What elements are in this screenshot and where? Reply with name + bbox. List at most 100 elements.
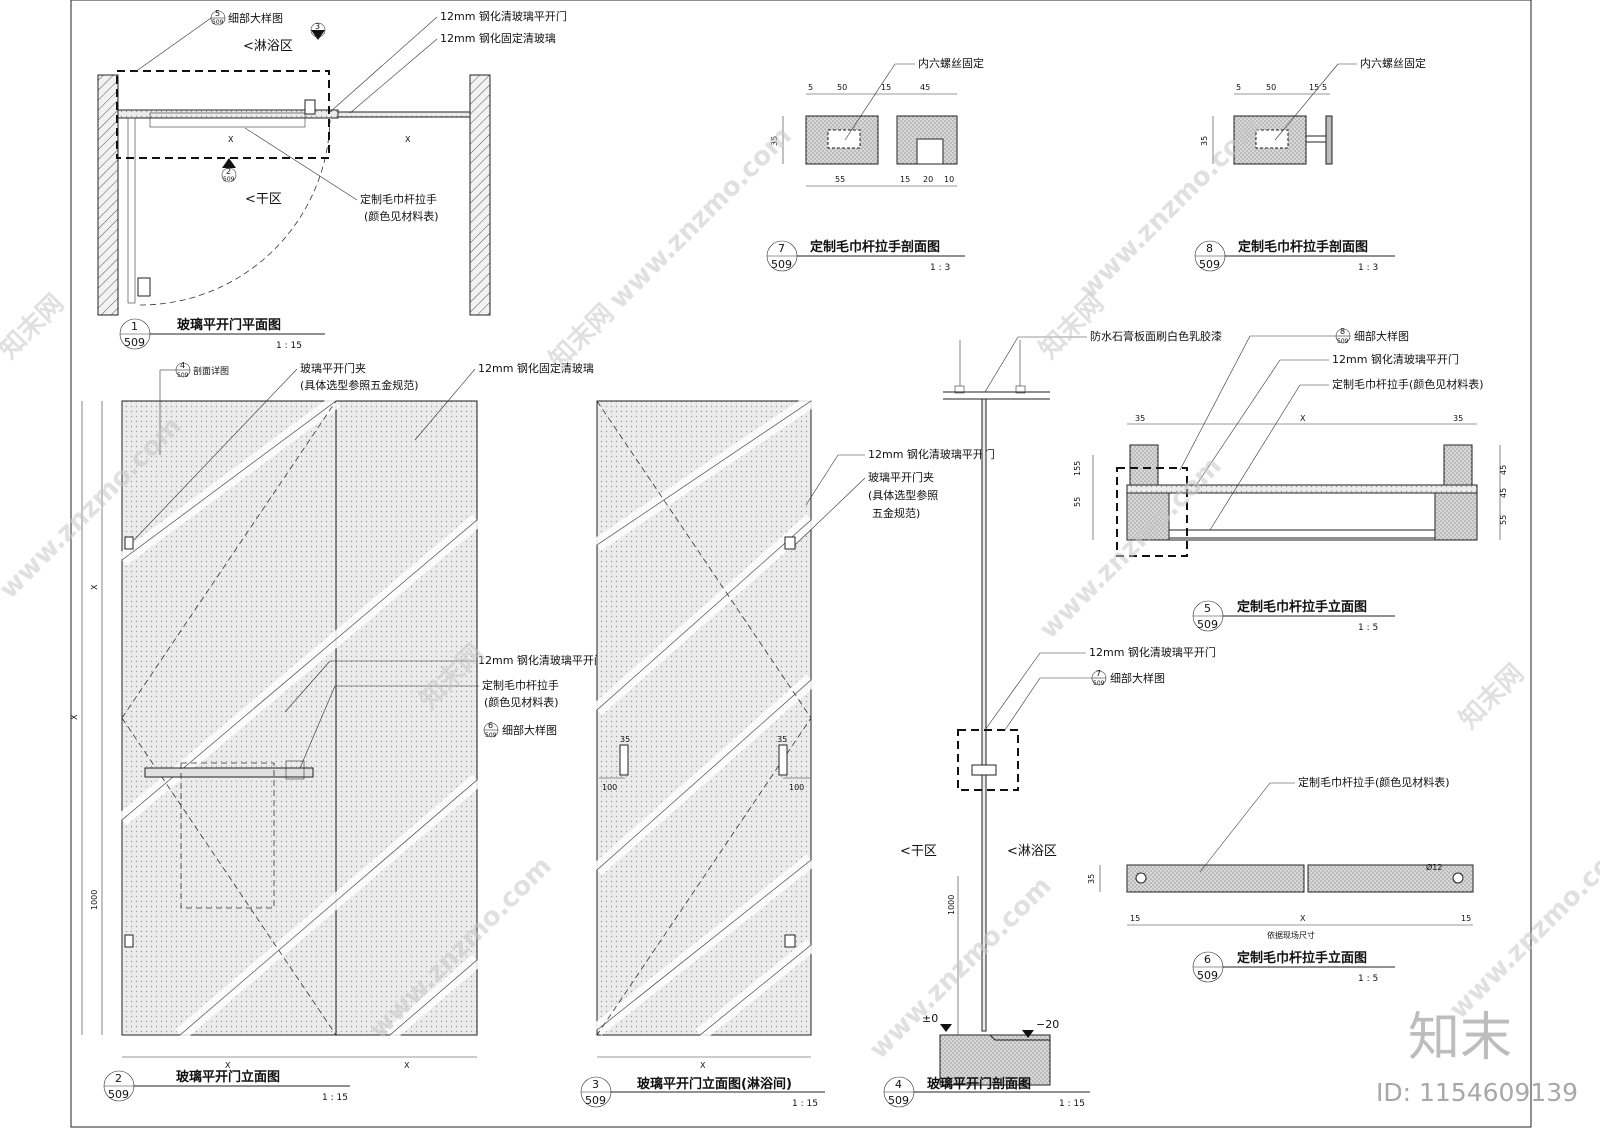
handle-note-elev: (颜色见材料表) <box>484 695 559 709</box>
detail-ref-no: 5 <box>215 9 220 18</box>
title-sheet-4: 509 <box>888 1094 909 1107</box>
handle-label-elev: 定制毛巾杆拉手 <box>482 678 559 692</box>
handle-elevation <box>144 767 314 778</box>
h8-5b: 5 <box>1322 83 1327 92</box>
dim-100b: 100 <box>789 783 804 792</box>
detail-ref-sheet-7: 509 <box>1093 680 1105 687</box>
handle-elevation-5: 35 X 35 155 55 45 45 55 8 509 细部大样图 12mm… <box>1073 327 1508 633</box>
scale-2: 1 : 15 <box>322 1093 348 1103</box>
dim-100a: 100 <box>602 783 617 792</box>
clip-label: 玻璃平开门夹 <box>300 361 366 375</box>
dim-x-shower: X <box>700 1061 706 1070</box>
handle-post-left <box>619 744 629 776</box>
fixed-label-plan: 12mm 钢化固定清玻璃 <box>440 31 556 45</box>
right-wall <box>469 74 491 316</box>
elev-mark-sheet: 509 <box>223 176 235 183</box>
handle6-bar-right <box>1307 864 1474 893</box>
handle5-block-right <box>1443 444 1473 486</box>
h7-5: 5 <box>808 83 813 92</box>
h5-35a: 35 <box>1135 414 1145 423</box>
dim-x-1: X <box>228 135 234 144</box>
h6-site: 依据现场尺寸 <box>1267 930 1315 940</box>
dim-x-top: X <box>90 584 99 590</box>
dim-35a: 35 <box>620 735 630 744</box>
title-no-6: 6 <box>1204 953 1211 966</box>
clip-bottom <box>124 934 134 948</box>
h7-55: 55 <box>835 175 845 184</box>
handle-note-plan: (颜色见材料表) <box>364 209 439 223</box>
handle5-bar-left <box>1126 492 1170 541</box>
handle5-block-left <box>1129 444 1159 486</box>
section-glass <box>981 398 987 1032</box>
scale-3: 1 : 15 <box>792 1099 818 1109</box>
h6-phi: Ø12 <box>1426 862 1442 872</box>
title-sheet-6: 509 <box>1197 969 1218 982</box>
level-zero: ±0 <box>922 1012 938 1025</box>
level-minus-20: −20 <box>1036 1018 1059 1031</box>
clip-note1-shower: (具体选型参照 <box>868 488 938 502</box>
dim-x-bot1: X <box>225 1061 231 1070</box>
shower-zone-label: <淋浴区 <box>243 39 293 54</box>
scale-6: 1 : 5 <box>1358 974 1378 984</box>
screw-label-7: 内六螺丝固定 <box>918 56 984 70</box>
clip-bottom-shower <box>784 934 796 948</box>
title-sheet-3: 509 <box>585 1094 606 1107</box>
title-sheet-1: 509 <box>124 336 145 349</box>
clip-top <box>124 536 134 550</box>
dim-x-total: X <box>70 714 79 720</box>
detail-ref-no-7: 7 <box>1096 669 1101 678</box>
handle5-bar-right <box>1434 492 1478 541</box>
handle-plan <box>149 112 306 128</box>
h7-10: 10 <box>944 175 954 184</box>
title-sheet-2: 509 <box>108 1088 129 1101</box>
handle5-glass <box>1126 484 1478 494</box>
h6-15a: 15 <box>1130 914 1140 923</box>
watermark-logo: 知末 <box>1408 1008 1512 1068</box>
watermark-brand-5: 知末网 <box>1454 659 1530 735</box>
handle-back-dashed <box>180 762 275 909</box>
handle-label-plan: 定制毛巾杆拉手 <box>360 192 437 206</box>
clip-note2-shower: 五金规范) <box>872 506 920 520</box>
h6-15b: 15 <box>1461 914 1471 923</box>
fixed-glass-plan <box>337 111 471 118</box>
shower-zone-section: <淋浴区 <box>1007 844 1057 859</box>
handle-section-8: 5 50 15 5 35 内六螺丝固定 8 509 定制毛巾杆拉手剖面图 1 :… <box>1194 56 1426 273</box>
h8-15: 15 <box>1309 83 1319 92</box>
sheet-frame <box>70 0 1532 1128</box>
watermark-site-7: www.znzmo.com <box>1444 831 1600 1025</box>
watermark-site-2: www.znzmo.com <box>604 121 798 315</box>
door-label-shower: 12mm 钢化清玻璃平开门 <box>868 447 995 461</box>
h7-15b: 15 <box>900 175 910 184</box>
title-4: 玻璃平开门剖面图 <box>927 1076 1031 1092</box>
handle-label-h6: 定制毛巾杆拉手(颜色见材料表) <box>1298 775 1450 789</box>
h5-55b: 55 <box>1499 515 1508 525</box>
h5-45b: 45 <box>1499 488 1508 498</box>
h8-5: 5 <box>1236 83 1241 92</box>
door-label-elev: 12mm 钢化清玻璃平开门 <box>478 653 605 667</box>
door-label-h5: 12mm 钢化清玻璃平开门 <box>1332 352 1459 366</box>
h7-20: 20 <box>923 175 933 184</box>
detail-ref-sheet-8: 509 <box>1337 338 1349 345</box>
detail-ref-no-8: 8 <box>1340 327 1345 336</box>
title-sheet-5: 509 <box>1197 618 1218 631</box>
scale-5: 1 : 5 <box>1358 623 1378 633</box>
detail-box <box>116 70 330 159</box>
title-no-5: 5 <box>1204 602 1211 615</box>
scale-7: 1 : 3 <box>930 263 950 273</box>
title-no-8: 8 <box>1206 242 1213 255</box>
handle-label-h5: 定制毛巾杆拉手(颜色见材料表) <box>1332 377 1484 391</box>
handle6-bar-left <box>1126 864 1305 893</box>
dry-zone-label: <干区 <box>245 192 282 207</box>
section-ref-no: 4 <box>180 361 185 370</box>
h8-50: 50 <box>1266 83 1276 92</box>
elev-mark-no: 2 <box>226 167 231 176</box>
h5-45a: 45 <box>1499 465 1508 475</box>
title-no-2: 2 <box>115 1072 122 1085</box>
door-label-section: 12mm 钢化清玻璃平开门 <box>1089 645 1216 659</box>
title-7: 定制毛巾杆拉手剖面图 <box>809 239 940 255</box>
detail-ref-sheet: 509 <box>212 19 224 26</box>
h7-50: 50 <box>837 83 847 92</box>
h8-35: 35 <box>1200 136 1209 146</box>
screw-label-8: 内六螺丝固定 <box>1360 56 1426 70</box>
